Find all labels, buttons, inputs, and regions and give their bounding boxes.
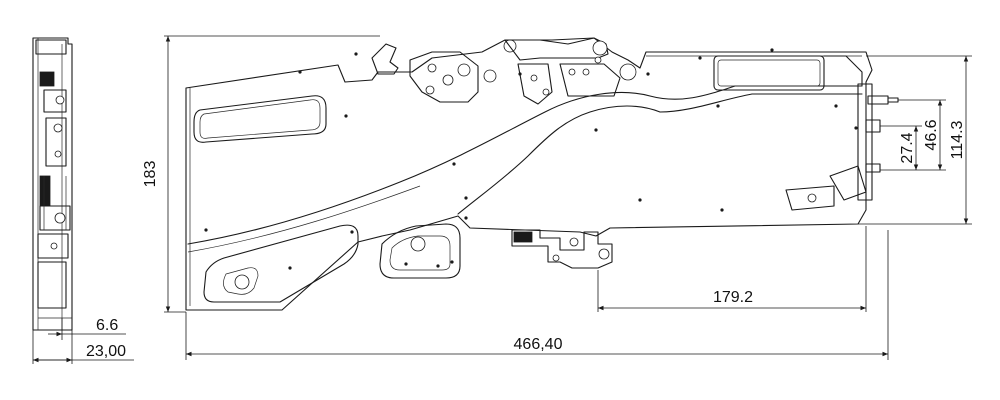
main-view [185,37,899,311]
dimension-right-height: 114.3 [949,120,966,159]
side-view [32,37,73,331]
dimension-offset-length: 179.2 [713,289,753,306]
dimension-mid-height: 46.6 [923,119,940,150]
side-dimensions [32,318,134,364]
dimension-overall-length: 466,40 [514,336,563,353]
main-dimensions [164,35,972,360]
dimension-side-width: 23,00 [86,343,126,360]
dimension-overall-height: 183 [142,161,159,188]
dimension-small-height: 27.4 [899,132,916,163]
dimension-side-thickness: 6.6 [96,317,118,334]
